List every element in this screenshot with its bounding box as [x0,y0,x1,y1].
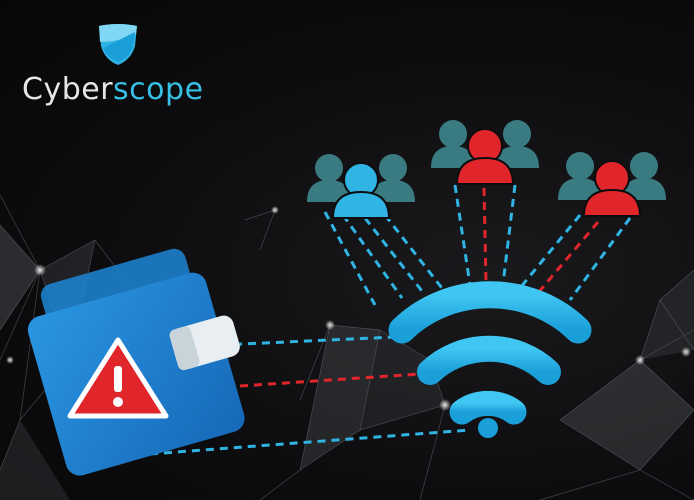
user-group-icon [558,152,666,217]
shield-icon [99,24,137,65]
polygon-mesh-background [0,194,694,500]
mesh-glow-nodes [6,206,691,411]
brand-name-part1: Cyber [22,72,114,107]
connection-lines-wallet [149,335,471,456]
brand-logo[interactable]: Cyberscope [22,22,222,107]
warning-triangle-icon [67,337,169,419]
polygon-mesh-fill [0,225,694,500]
user-group-icon [307,154,415,219]
user-group-icon [431,120,539,185]
brand-name-part2: scope [113,72,204,107]
wifi-icon [388,281,592,438]
connection-lines-top [323,184,632,306]
brand-name: Cyberscope [22,72,204,108]
